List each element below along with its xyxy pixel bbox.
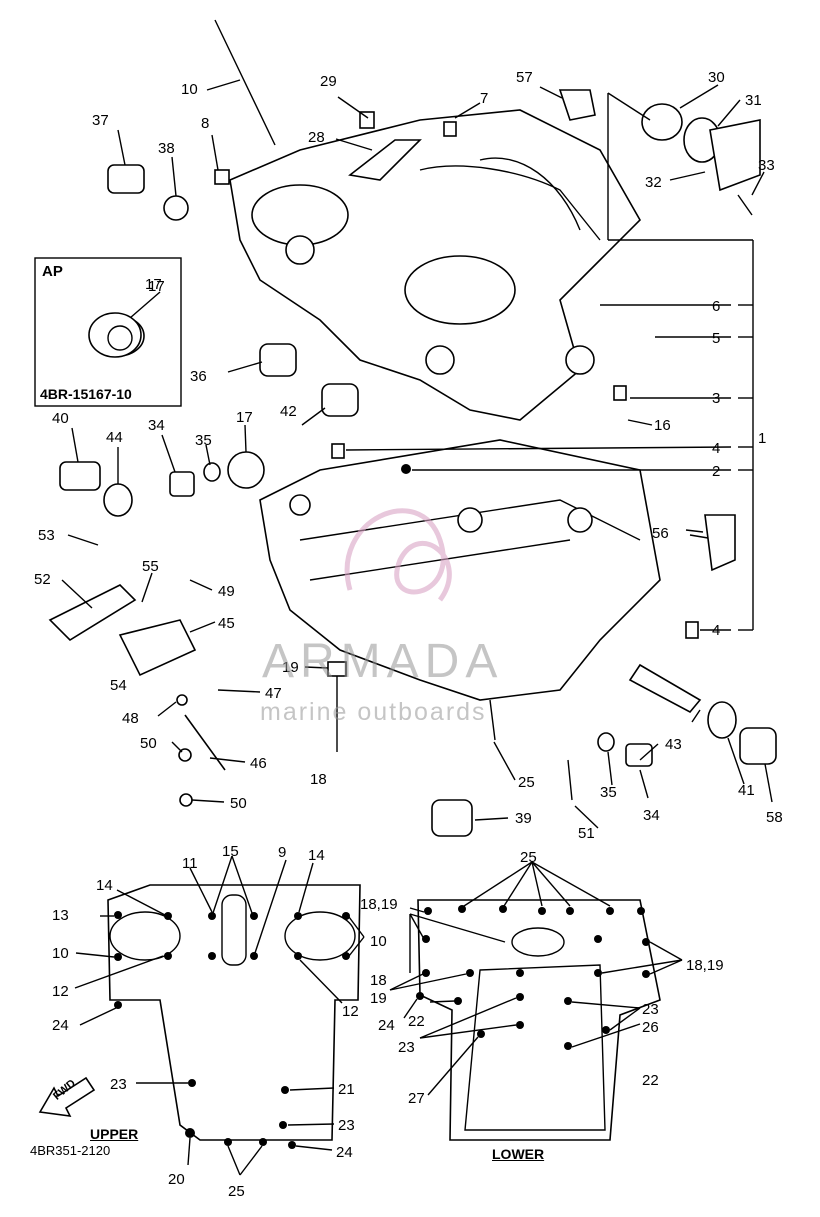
lower-label: 22 [642,1072,659,1089]
lower-label: 19 [370,990,387,1007]
lower-label: 18,19 [360,896,398,913]
callout-label: 16 [654,417,671,434]
lower-label: 22 [408,1013,425,1030]
callout-label: 50 [230,795,247,812]
callout-label: 52 [34,571,51,588]
lower-label: 25 [520,849,537,866]
lower-caption: LOWER [492,1146,545,1162]
callout-label: 2 [712,463,720,480]
callout-label: 29 [320,73,337,90]
callout-label: 36 [190,368,207,385]
upper-label: 15 [222,843,239,860]
callout-label: 50 [140,735,157,752]
callout-label: 17 [145,276,162,293]
upper-label: 20 [168,1171,185,1188]
callout-label: 56 [652,525,669,542]
watermark-tagline: marine outboards [260,698,487,726]
callout-label: 41 [738,782,755,799]
callout-label: 3 [712,390,720,407]
upper-label: 9 [278,844,286,861]
fwd-arrow-icon [38,1076,96,1117]
callout-label: 4 [712,440,720,457]
lower-label: 18,19 [686,957,724,974]
upper-label: 10 [370,933,387,950]
callout-label: 48 [122,710,139,727]
callout-label: 46 [250,755,267,772]
upper-label: 14 [308,847,325,864]
callout-label: 57 [516,69,533,86]
callout-label: 10 [181,81,198,98]
upper-label: 12 [342,1003,359,1020]
upper-label: 12 [52,983,69,1000]
upper-label: 23 [338,1117,355,1134]
lower-label: 18 [370,972,387,989]
callout-label: 33 [758,157,775,174]
callout-label: 30 [708,69,725,86]
upper-label: 24 [52,1017,69,1034]
callout-label: 38 [158,140,175,157]
inset-box-title: AP [42,263,63,280]
callout-label: 35 [195,432,212,449]
callout-label: 44 [106,429,123,446]
inset-part-number: 17 [148,278,165,295]
callout-label: 40 [52,410,69,427]
upper-label: 11 [182,855,198,872]
upper-label: 25 [228,1183,245,1200]
watermark-name: ARMADA [262,635,504,688]
inset-box [34,257,182,407]
callout-label: 4 [712,622,720,639]
callout-label: 34 [643,807,660,824]
callout-label: 6 [712,298,720,315]
lower-label: 26 [642,1019,659,1036]
upper-view: 14 15 9 14 11 13 10 10 12 12 24 23 21 23… [38,843,387,1200]
callout-label: 58 [766,809,783,826]
upper-label: 10 [52,945,69,962]
callout-label: 5 [712,330,720,347]
callout-label: 8 [201,115,209,132]
lower-label: 27 [408,1090,425,1107]
upper-code: 4BR351-2120 [30,1143,111,1158]
upper-label: 23 [110,1076,127,1093]
callout-label: 1 [758,430,766,447]
upper-label: 13 [52,907,69,924]
upper-crankcase [229,109,641,421]
lower-crankcase [259,439,661,701]
callout-label: 53 [38,527,55,544]
lower-label: 24 [378,1017,395,1034]
upper-label: 24 [336,1144,353,1161]
callout-label: 55 [142,558,159,575]
upper-label: 21 [338,1081,355,1098]
lower-label: 23 [642,1001,659,1018]
inset-bearing-drawing [88,312,142,358]
callout-label: 18 [310,771,327,788]
lower-label: 23 [398,1039,415,1056]
callout-label: 17 [236,409,253,426]
callout-label: 54 [110,677,127,694]
callout-label: 34 [148,417,165,434]
callout-labels: 1 2 3 4 4 4 5 6 7 8 10 16 17 17 18 19 25… [34,69,783,842]
callout-label: 51 [578,825,595,842]
lower-view: 25 18,19 18,19 18 19 24 22 23 23 26 22 2… [360,849,724,1141]
upper-label: 14 [96,877,113,894]
callout-label: 43 [665,736,682,753]
leader-lines [61,79,773,829]
callout-label: 45 [218,615,235,632]
callout-label: 7 [480,90,488,107]
upper-caption: UPPER [90,1126,139,1142]
callout-label: 37 [92,112,109,129]
callout-label: 19 [282,659,299,676]
inset-box-code: 4BR-15167-10 [40,386,132,402]
callout-label: 42 [280,403,297,420]
callout-label: 28 [308,129,325,146]
callout-label: 32 [645,174,662,191]
callout-label: 25 [518,774,535,791]
callout-label: 35 [600,784,617,801]
watermark-logo [344,508,452,602]
callout-label: 39 [515,810,532,827]
callout-label: 31 [745,92,762,109]
small-parts [48,19,777,837]
callout-label: 49 [218,583,235,600]
callout-label: 47 [265,685,282,702]
